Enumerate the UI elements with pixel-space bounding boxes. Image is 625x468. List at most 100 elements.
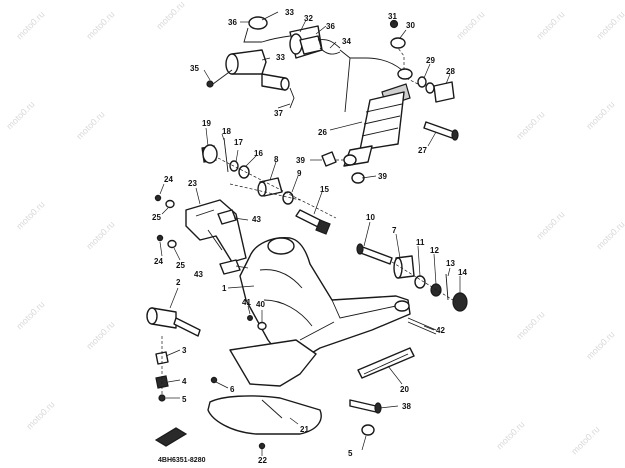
pin-part — [223, 137, 229, 173]
adjuster-shaft-part — [173, 317, 201, 337]
callout-43: 43 — [194, 270, 203, 279]
shock-ring-part — [361, 127, 399, 137]
bolt-part — [423, 121, 455, 139]
callout-2: 2 — [176, 278, 181, 287]
hose-clip-part — [317, 39, 341, 49]
lower-left-hardware — [146, 307, 201, 402]
front-arrow-icon — [154, 427, 188, 447]
bushing-end-part — [257, 181, 267, 197]
shock-body-part — [359, 91, 405, 151]
callout-29: 29 — [426, 56, 435, 65]
pin-part — [445, 273, 449, 301]
hose-routing-part — [350, 57, 403, 71]
chain-case-part — [207, 395, 322, 435]
callout-33: 33 — [285, 8, 294, 17]
callout-31: 31 — [388, 12, 397, 21]
callout-34: 34 — [342, 37, 351, 46]
washer-part — [165, 199, 175, 209]
watermark: moto0.ru — [14, 299, 46, 331]
callout-36: 36 — [326, 22, 335, 31]
clamp-strap-part — [243, 27, 262, 43]
callout-24: 24 — [154, 257, 163, 266]
leader-lines — [159, 11, 461, 456]
callout-13: 13 — [446, 259, 455, 268]
watermark: moto0.ru — [74, 109, 106, 141]
bearing-part — [202, 144, 218, 164]
callout-6: 6 — [230, 385, 235, 394]
swingarm-rib-part — [259, 269, 303, 289]
watermark: moto0.ru — [584, 329, 616, 361]
callout-3: 3 — [182, 346, 187, 355]
callout-10: 10 — [366, 213, 375, 222]
callout-23: 23 — [188, 179, 197, 188]
callout-9: 9 — [297, 169, 302, 178]
washer-part — [167, 239, 177, 249]
pivot-bolt-head-part — [356, 243, 364, 255]
watermark: moto0.ru — [569, 424, 601, 456]
watermark: moto0.ru — [594, 219, 625, 251]
hose-clip-part — [319, 47, 341, 55]
washer-part — [417, 76, 427, 88]
bracket-part — [289, 87, 295, 109]
chain-case-edge-part — [261, 399, 283, 419]
callout-11: 11 — [416, 238, 425, 247]
hose-assembly — [206, 16, 403, 113]
watermark: moto0.ru — [84, 319, 116, 351]
bolt-head-part — [315, 219, 331, 235]
callout-43: 43 — [252, 215, 261, 224]
nut-part — [321, 151, 337, 167]
cap-part — [452, 292, 468, 312]
pivot-hardware — [356, 243, 468, 335]
callout-37: 37 — [274, 109, 283, 118]
relay-arm-hardware — [201, 137, 337, 235]
watermark: moto0.ru — [154, 0, 186, 31]
callout-18: 18 — [222, 127, 231, 136]
callout-15: 15 — [320, 185, 329, 194]
slider-edge-part — [363, 353, 409, 375]
bolt-part — [158, 394, 166, 402]
callout-7: 7 — [392, 226, 397, 235]
callout-30: 30 — [406, 21, 415, 30]
axle-bracket-part — [394, 300, 410, 312]
reservoir-hose-part — [339, 49, 351, 113]
adjuster-end-part — [146, 307, 158, 325]
callout-38: 38 — [402, 402, 411, 411]
callout-21: 21 — [300, 425, 309, 434]
callout-5: 5 — [348, 449, 353, 458]
washer-part — [282, 191, 294, 205]
nut-part — [361, 424, 375, 436]
callout-36: 36 — [228, 18, 237, 27]
hose-fitting-part — [289, 33, 303, 55]
callout-5: 5 — [182, 395, 187, 404]
callout-40: 40 — [256, 300, 265, 309]
watermark: moto0.ru — [594, 9, 625, 41]
callout-42: 42 — [436, 326, 445, 335]
callout-8: 8 — [274, 155, 279, 164]
rear-shock-assembly — [321, 19, 459, 184]
callout-20: 20 — [400, 385, 409, 394]
callout-26: 26 — [318, 128, 327, 137]
chain-guard-assembly — [207, 315, 415, 450]
bushing-end-part — [393, 257, 403, 279]
collar-part — [238, 165, 250, 179]
watermark: moto0.ru — [584, 99, 616, 131]
screw-part — [247, 315, 254, 322]
watermark: moto0.ru — [494, 419, 526, 451]
screw-part — [210, 376, 218, 384]
bolt-part — [156, 234, 164, 242]
callout-labels: 36 33 32 36 34 33 35 37 31 30 29 28 26 2… — [152, 8, 467, 465]
shock-bottom-eye-part — [343, 154, 357, 166]
swingarm-rib-part — [263, 299, 313, 327]
shock-ring-part — [365, 103, 403, 113]
bushing-part — [433, 81, 455, 103]
callout-24: 24 — [164, 175, 173, 184]
bolt-head-part — [206, 80, 214, 88]
plate-edge-part — [207, 229, 223, 251]
bolt-shaft-part — [212, 69, 233, 85]
swingarm-assembly — [239, 237, 411, 361]
label-plate-part — [217, 209, 237, 225]
callout-28: 28 — [446, 67, 455, 76]
watermark-layer: moto0.ru moto0.ru moto0.ru moto0.ru moto… — [4, 0, 625, 456]
rod-part — [407, 317, 437, 331]
chain-slider-part — [357, 347, 415, 379]
